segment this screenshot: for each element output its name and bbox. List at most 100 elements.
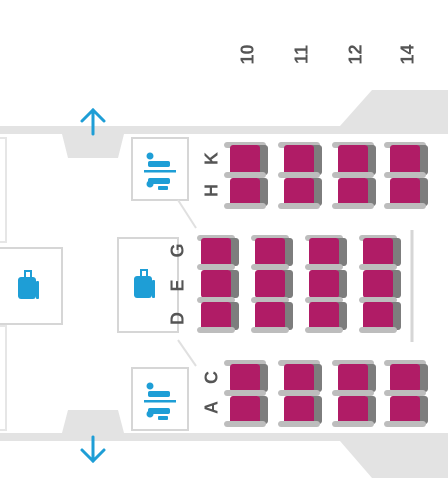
fuselage-bottom-wall (0, 433, 448, 478)
seat-cushion (230, 396, 260, 424)
seat-14E[interactable] (363, 270, 401, 298)
seat-cushion (363, 302, 393, 330)
seat-12C[interactable] (338, 364, 376, 392)
seat-cushion (338, 396, 368, 424)
armrest (384, 172, 426, 178)
seat-letter-E: E (167, 279, 188, 292)
armrest (305, 297, 343, 303)
seat-11E[interactable] (255, 270, 293, 298)
seat-11D[interactable] (255, 302, 293, 330)
seat-letter-K: K (201, 152, 222, 165)
armrest (384, 203, 426, 209)
seat-12H[interactable] (338, 178, 376, 206)
seat-11G[interactable] (255, 238, 293, 266)
seat-cushion (390, 178, 420, 206)
exit-door-bottom (62, 410, 124, 433)
armrest (332, 172, 374, 178)
seat-10H[interactable] (230, 178, 268, 206)
armrest (251, 264, 289, 270)
seat-cushion (390, 396, 420, 424)
seat-cushion (390, 364, 420, 392)
divider-line (177, 339, 197, 367)
seat-10D[interactable] (201, 302, 239, 330)
armrest (197, 264, 235, 270)
armrest (224, 390, 266, 396)
seat-cushion (255, 238, 285, 266)
luggage-icon (134, 269, 155, 298)
seat-10G[interactable] (201, 238, 239, 266)
seat-10C[interactable] (230, 364, 268, 392)
seat-cushion (309, 302, 339, 330)
seat-12K[interactable] (338, 145, 376, 175)
armrest (197, 297, 235, 303)
lavatory-icon (144, 382, 176, 420)
seat-cushion (201, 270, 231, 298)
row-number-14: 14 (397, 44, 418, 65)
row-number-10: 10 (237, 44, 258, 65)
seat-11H[interactable] (284, 178, 322, 206)
row-number-12: 12 (345, 44, 366, 65)
seat-cushion (309, 238, 339, 266)
seat-12A[interactable] (338, 396, 376, 424)
seat-14C[interactable] (390, 364, 428, 392)
armrest (305, 327, 343, 333)
seat-14A[interactable] (390, 396, 428, 424)
armrest (332, 203, 374, 209)
seat-14H[interactable] (390, 178, 428, 206)
seat-cushion (363, 270, 393, 298)
luggage-icon (18, 270, 39, 299)
seat-cushion (201, 238, 231, 266)
armrest (278, 421, 320, 427)
seat-letter-C: C (201, 371, 222, 384)
arrow-down-icon (80, 435, 106, 464)
seat-cushion (338, 145, 368, 175)
seat-letter-G: G (167, 243, 188, 258)
seat-cushion (309, 270, 339, 298)
seat-cushion (284, 178, 314, 206)
seat-14G[interactable] (363, 238, 401, 266)
seat-10A[interactable] (230, 396, 268, 424)
armrest (305, 264, 343, 270)
armrest (278, 390, 320, 396)
armrest (384, 390, 426, 396)
seat-12D[interactable] (309, 302, 347, 330)
seat-cushion (255, 270, 285, 298)
seat-cushion (255, 302, 285, 330)
fuselage-top-wall (0, 90, 448, 134)
left-monument-top (0, 137, 7, 243)
armrest (384, 421, 426, 427)
seat-cushion (390, 145, 420, 175)
armrest (197, 327, 235, 333)
armrest (359, 297, 397, 303)
armrest (359, 264, 397, 270)
lavatory-icon (144, 152, 176, 190)
arrow-up-icon (80, 107, 106, 136)
seat-11K[interactable] (284, 145, 322, 175)
armrest (278, 172, 320, 178)
seat-letter-D: D (167, 312, 188, 325)
armrest (278, 203, 320, 209)
exit-door-top (62, 134, 124, 158)
armrest (224, 172, 266, 178)
armrest (359, 327, 397, 333)
armrest (251, 327, 289, 333)
armrest (251, 297, 289, 303)
seat-cushion (284, 364, 314, 392)
row-number-11: 11 (291, 44, 312, 65)
armrest (332, 390, 374, 396)
seat-14K[interactable] (390, 145, 428, 175)
seat-cushion (230, 364, 260, 392)
seat-12G[interactable] (309, 238, 347, 266)
seat-10E[interactable] (201, 270, 239, 298)
seat-11C[interactable] (284, 364, 322, 392)
seat-14D[interactable] (363, 302, 401, 330)
seat-cushion (201, 302, 231, 330)
seat-10K[interactable] (230, 145, 268, 175)
left-monument-bottom (0, 325, 7, 431)
seat-cushion (338, 178, 368, 206)
seat-11A[interactable] (284, 396, 322, 424)
seat-cushion (284, 396, 314, 424)
seat-12E[interactable] (309, 270, 347, 298)
seat-cushion (338, 364, 368, 392)
